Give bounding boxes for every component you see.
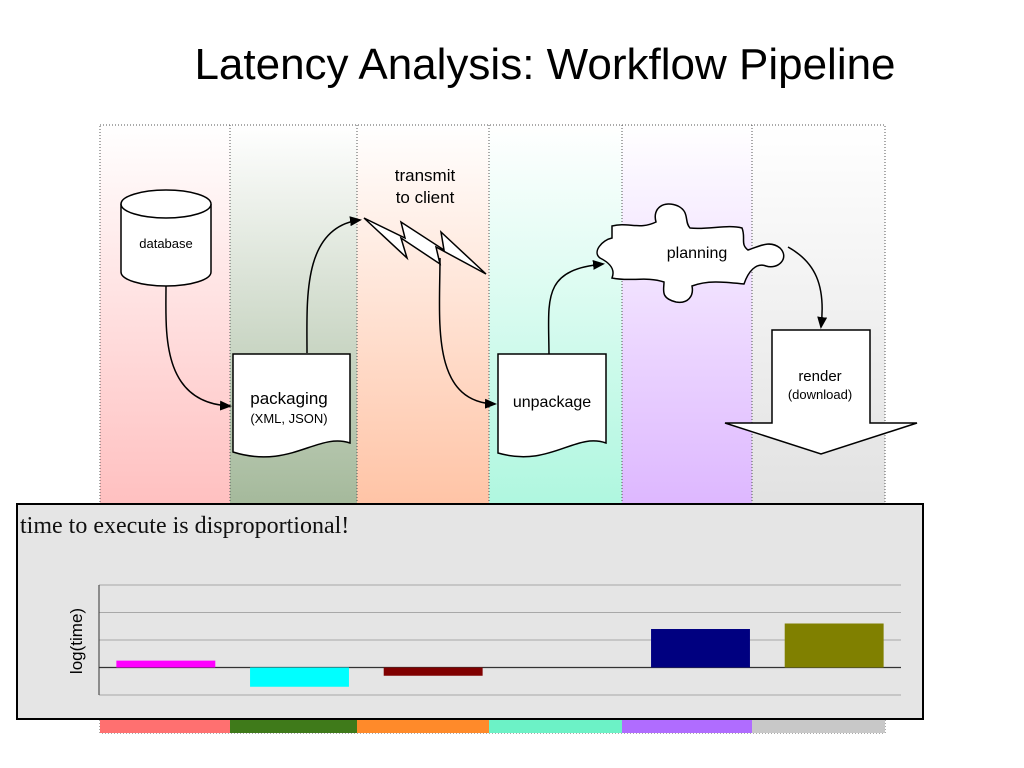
bar-3 bbox=[383, 667, 483, 676]
render-label: render bbox=[798, 368, 841, 385]
lightning-icon bbox=[363, 217, 487, 275]
callout-box: time to execute is disproportional! log(… bbox=[16, 503, 924, 720]
database-label: database bbox=[139, 236, 193, 251]
packaging-document-icon: packaging (XML, JSON) bbox=[232, 353, 351, 458]
bar-1 bbox=[116, 660, 216, 668]
bar-6 bbox=[784, 623, 884, 668]
planning-label: planning bbox=[667, 245, 728, 262]
packaging-label: packaging bbox=[250, 389, 328, 408]
render-arrow-icon: render (download) bbox=[724, 329, 918, 455]
arrow-planning-render bbox=[787, 246, 828, 329]
log-time-bar-chart: log(time) bbox=[67, 584, 901, 696]
packaging-sublabel: (XML, JSON) bbox=[250, 411, 327, 426]
transmit-label-line1: transmit bbox=[395, 166, 456, 185]
y-axis-label: log(time) bbox=[67, 608, 86, 674]
transmit-label-line2: to client bbox=[396, 188, 455, 207]
database-icon: database bbox=[120, 189, 212, 287]
arrow-packaging-transmit bbox=[306, 216, 362, 354]
bar-2 bbox=[250, 667, 349, 687]
unpackage-document-icon: unpackage bbox=[497, 353, 607, 458]
slide-title: Latency Analysis: Workflow Pipeline bbox=[194, 40, 896, 89]
render-sublabel: (download) bbox=[788, 387, 852, 402]
callout-text: time to execute is disproportional! bbox=[20, 513, 350, 539]
puzzle-piece-icon: planning bbox=[596, 203, 785, 304]
bar-5 bbox=[651, 629, 750, 668]
arrow-database-packaging bbox=[165, 285, 232, 411]
arrow-unpackage-planning bbox=[547, 259, 605, 359]
unpackage-label: unpackage bbox=[513, 394, 591, 411]
arrow-transmit-unpackage bbox=[438, 257, 497, 409]
